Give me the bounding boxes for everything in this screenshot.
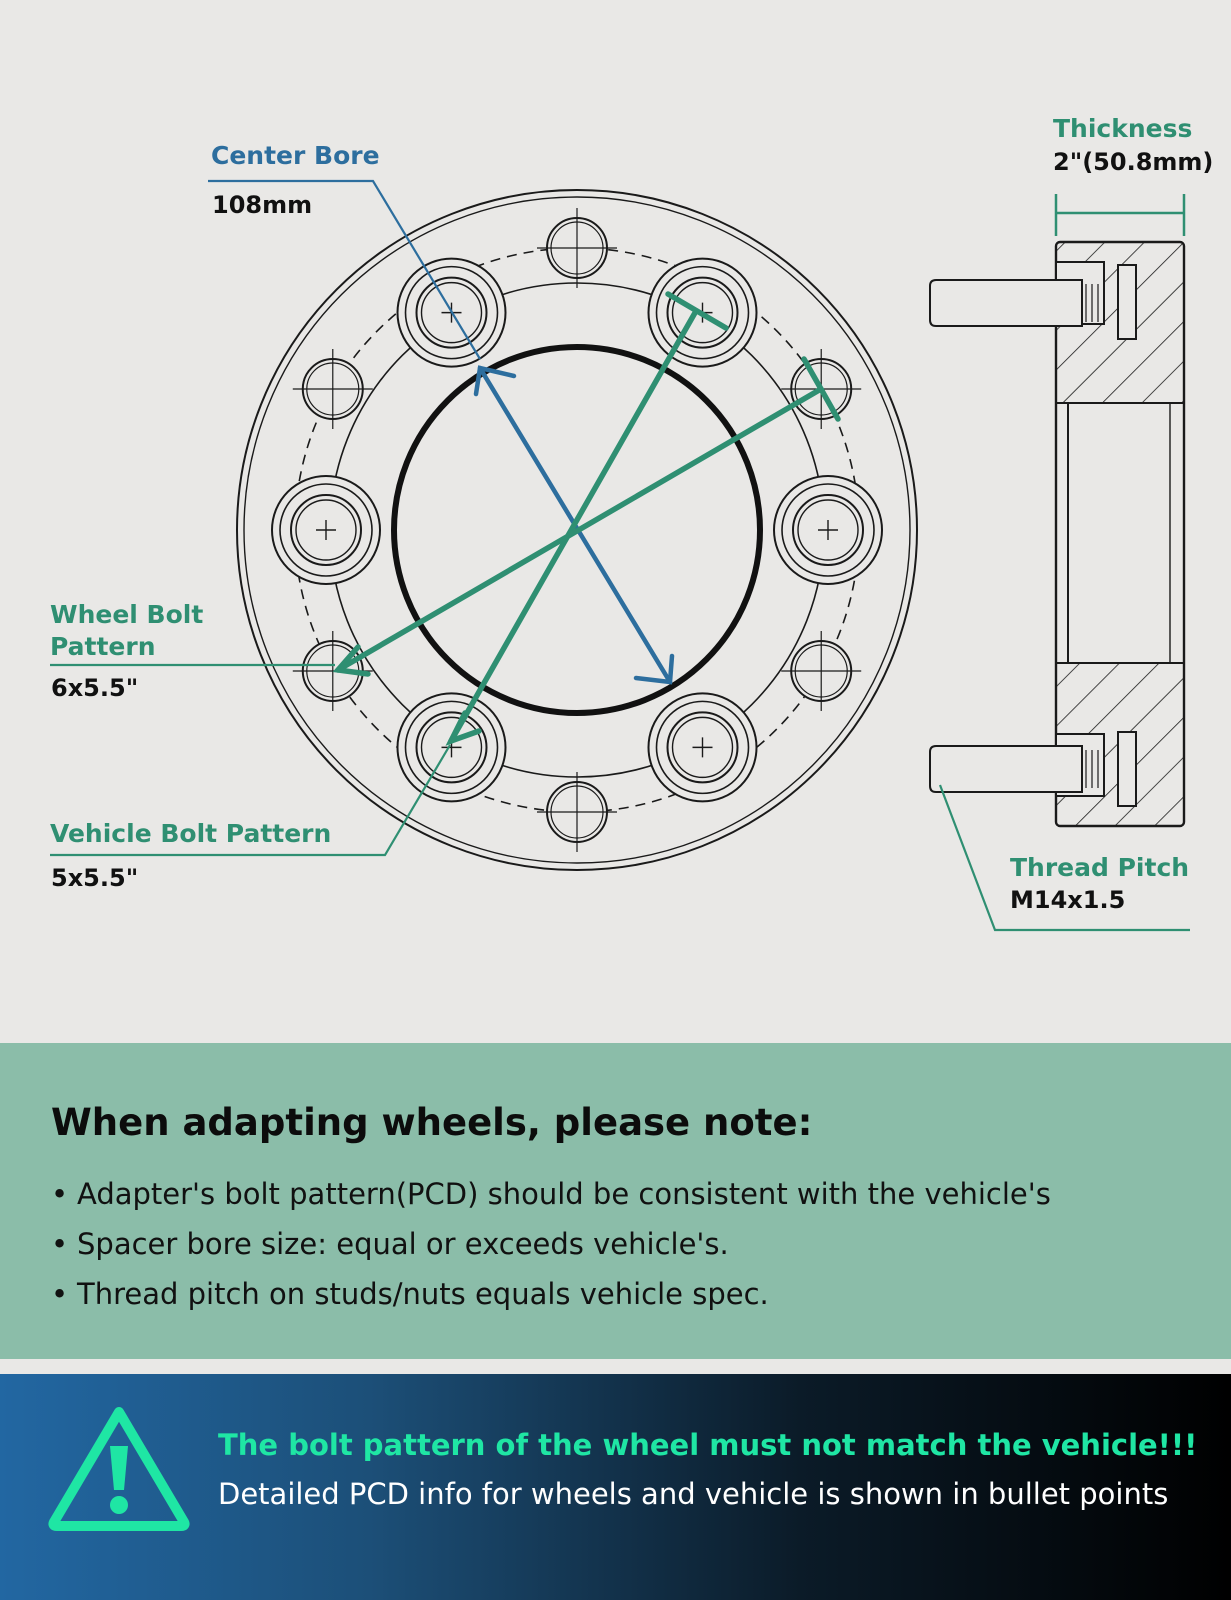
center-bore-label: Center Bore	[211, 141, 380, 170]
vehicle-bolt-pattern-value: 5x5.5"	[51, 864, 139, 892]
center-bore-circle	[391, 344, 763, 716]
notes-panel: When adapting wheels, please note: •Adap…	[0, 1043, 1231, 1359]
bullet: •	[51, 1277, 69, 1311]
vehicle-stud-hole	[537, 772, 617, 852]
side-view	[929, 240, 1186, 828]
center-bore-value: 108mm	[212, 191, 313, 219]
thickness-value: 2"(50.8mm)	[1053, 148, 1214, 176]
stud-bottom	[929, 745, 1083, 793]
vehicle-pattern-leader	[50, 744, 451, 857]
notes-list: •Adapter's bolt pattern(PCD) should be c…	[51, 1169, 1051, 1319]
note-text: Adapter's bolt pattern(PCD) should be co…	[77, 1177, 1051, 1211]
outer-flange-circle	[236, 189, 918, 871]
thickness-label: Thickness	[1053, 114, 1193, 143]
vehicle-stud-hole	[537, 208, 617, 288]
list-item: •Adapter's bolt pattern(PCD) should be c…	[51, 1169, 1051, 1219]
vehicle-stud-hole	[292, 349, 373, 429]
stud-top	[929, 279, 1083, 327]
bullet: •	[51, 1227, 69, 1261]
notes-title: When adapting wheels, please note:	[51, 1101, 813, 1144]
thickness-dimension	[1054, 194, 1186, 236]
thread-pitch-value: M14x1.5	[1010, 886, 1126, 914]
vehicle-bolt-pattern-label: Vehicle Bolt Pattern	[50, 819, 332, 848]
vehicle-stud-hole	[781, 631, 862, 711]
thread-pitch-label: Thread Pitch	[1010, 853, 1190, 882]
wheel-lug-hole	[647, 692, 758, 803]
wheel-bolt-pattern-value: 6x5.5"	[51, 674, 139, 702]
bullet: •	[51, 1177, 69, 1211]
wheel-bolt-pattern-label-line1: Wheel Bolt	[50, 600, 204, 629]
wheel-lug-hole	[271, 475, 381, 585]
wheel-pattern-arrow	[332, 356, 841, 677]
note-text: Thread pitch on studs/nuts equals vehicl…	[77, 1277, 769, 1311]
warning-title: The bolt pattern of the wheel must not m…	[218, 1428, 1198, 1462]
side-body	[1054, 240, 1186, 828]
warning-triangle-icon	[48, 1407, 190, 1531]
wheel-bolt-pattern-label-line2: Pattern	[50, 632, 156, 661]
spacer-drawing	[50, 179, 1190, 932]
note-text: Spacer bore size: equal or exceeds vehic…	[77, 1227, 729, 1261]
center-bore-leader	[208, 179, 481, 360]
wheel-lug-hole	[396, 692, 507, 803]
list-item: •Spacer bore size: equal or exceeds vehi…	[51, 1219, 1051, 1269]
wheel-lug-hole	[773, 475, 883, 585]
warning-banner: The bolt pattern of the wheel must not m…	[0, 1374, 1231, 1600]
vehicle-pattern-arrow	[445, 291, 729, 746]
warning-text: Detailed PCD info for wheels and vehicle…	[218, 1477, 1169, 1511]
thread-pitch-leader	[938, 784, 1190, 932]
list-item: •Thread pitch on studs/nuts equals vehic…	[51, 1269, 1051, 1319]
side-bore-gap	[1068, 403, 1184, 663]
